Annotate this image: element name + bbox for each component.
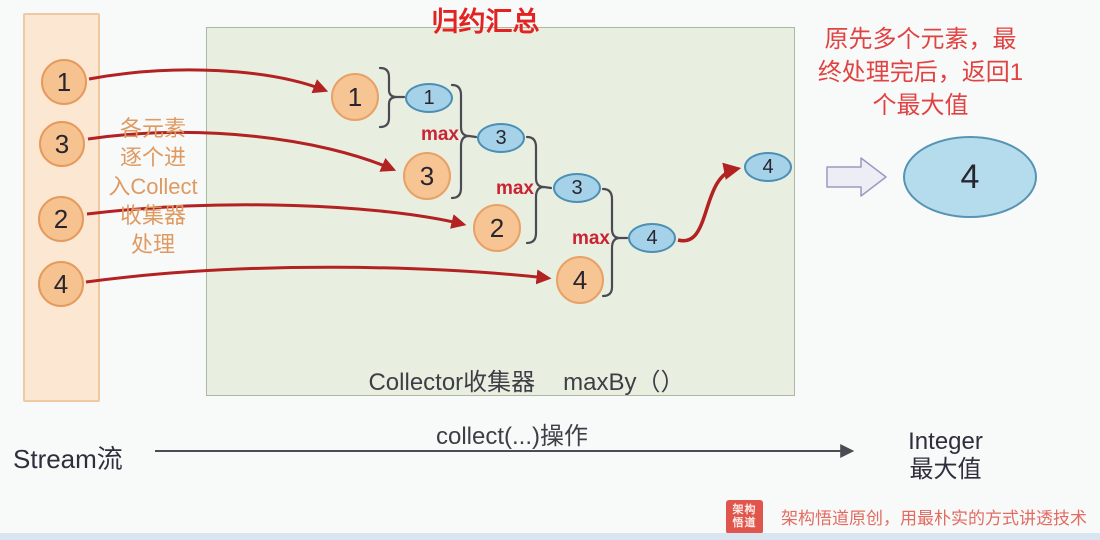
side-note-line: 各元素 — [119, 116, 186, 141]
side-note-line: 逐个进 — [119, 145, 186, 170]
watermark-stamp-line: 悟道 — [732, 517, 757, 529]
watermark-text: 架构悟道原创，用最朴实的方式讲透技术 — [781, 509, 1087, 528]
stream-element-2: 3 — [39, 121, 85, 167]
final-result-arrow — [677, 162, 742, 243]
brace-2 — [450, 83, 478, 200]
collector-input-3: 2 — [473, 204, 521, 252]
intermediate-result-3: 3 — [553, 173, 601, 203]
brace-3 — [525, 135, 553, 245]
result-note-line: 原先多个元素，最 — [824, 26, 1017, 53]
max-label-1: max — [420, 124, 459, 145]
collect-operation-label: collect(...)操作 — [435, 423, 588, 450]
intermediate-result-2: 3 — [477, 123, 525, 153]
watermark-stamp: 架构 悟道 — [726, 500, 763, 534]
bottom-strip — [0, 533, 1100, 540]
output-block-arrow — [826, 157, 887, 197]
side-note-line: 收集器 — [119, 203, 186, 228]
output-type-label: Integer 最大值 — [868, 428, 1023, 484]
side-note-line: 入Collect — [108, 174, 198, 199]
stream-arrow-3 — [86, 203, 467, 229]
stream-element-3: 2 — [38, 196, 84, 242]
stream-arrow-2 — [87, 131, 397, 172]
collector-input-1: 1 — [331, 73, 379, 121]
stream-arrow-4 — [85, 265, 552, 285]
intermediate-result-1: 1 — [405, 83, 453, 113]
side-note: 各元素 逐个进 入Collect 收集器 处理 — [103, 114, 203, 259]
output-value: 4 — [903, 136, 1037, 218]
final-result-in-box: 4 — [744, 152, 792, 182]
stream-arrow-1 — [88, 68, 329, 94]
result-note-line: 个最大值 — [872, 92, 969, 119]
output-subtitle-line: 最大值 — [909, 456, 982, 483]
collector-method-label: maxBy（） — [563, 369, 685, 396]
brace-1 — [378, 66, 406, 129]
stream-label: Stream流 — [13, 444, 123, 474]
collector-name-label: Collector收集器 — [368, 369, 536, 396]
watermark-stamp-line: 架构 — [732, 504, 757, 516]
intermediate-result-4: 4 — [628, 223, 676, 253]
stream-element-1: 1 — [41, 59, 87, 105]
collector-input-2: 3 — [403, 152, 451, 200]
stream-element-4: 4 — [38, 261, 84, 307]
result-note: 原先多个元素，最 终处理完后，返回1 个最大值 — [798, 23, 1043, 122]
brace-4 — [601, 187, 629, 298]
diagram-title: 归约汇总 — [431, 7, 540, 37]
side-note-line: 处理 — [130, 232, 175, 257]
max-label-3: max — [571, 228, 610, 249]
output-type-line: Integer — [908, 428, 983, 455]
result-note-line: 终处理完后，返回1 — [817, 59, 1024, 86]
collector-input-4: 4 — [556, 256, 604, 304]
collector-caption: Collector收集器 maxBy（） — [206, 362, 795, 397]
max-label-2: max — [495, 178, 534, 199]
